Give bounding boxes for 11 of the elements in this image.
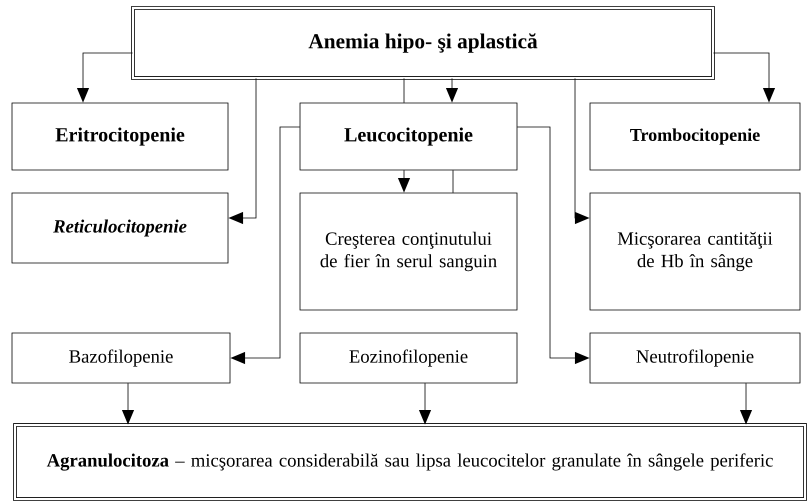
process-box: Eritrocitopenie	[12, 102, 228, 170]
process-box: Leucocitopenie	[300, 102, 518, 170]
process-box: Micşorarea cantităţii de Hb în sânge	[590, 192, 800, 310]
process-box: Trombocitopenie	[590, 102, 800, 170]
process-box: Bazofilopenie	[12, 332, 230, 384]
title-box: Anemia hipo- şi aplastică	[131, 6, 715, 80]
definition-box: Agranulocitoza – micşorarea considerabilă sau lipsa leucocitelor granulate în sângele periferic	[13, 423, 807, 501]
process-box: Neutrofilopenie	[590, 332, 800, 384]
process-box: Eozinofilopenie	[300, 332, 518, 384]
process-box: Reticulocitopenie	[12, 192, 228, 264]
process-box: Creşterea conţinutului de fier în serul sanguin	[300, 192, 518, 310]
